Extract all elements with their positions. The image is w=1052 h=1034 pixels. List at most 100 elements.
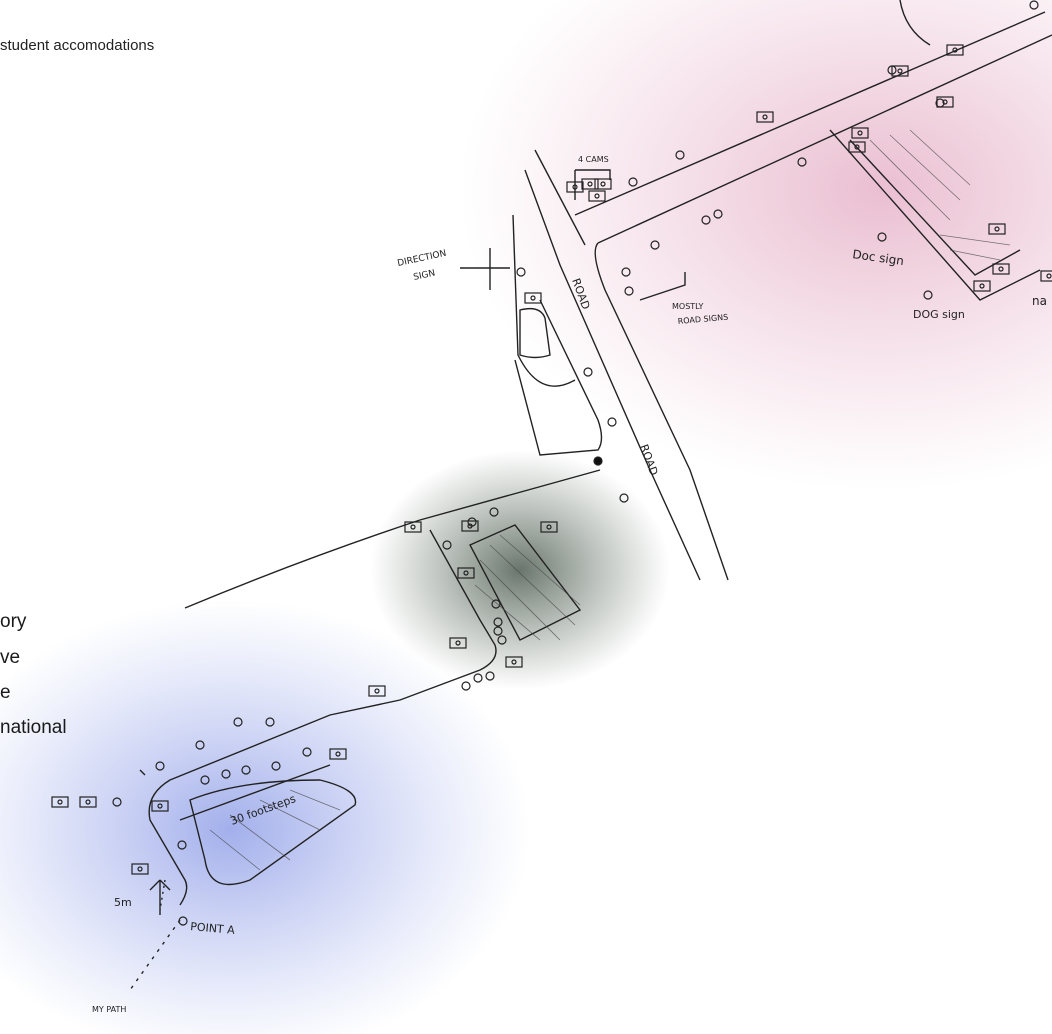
sign-marker: [923, 290, 933, 300]
camera-marker: [505, 656, 523, 668]
camera-marker: [79, 796, 97, 808]
label-direction-sign-2: SIGN: [413, 269, 437, 283]
camera-lens-icon: [410, 524, 416, 530]
camera-marker: [756, 111, 774, 123]
camera-marker: [588, 190, 606, 202]
camera-marker: [329, 748, 347, 760]
sign-marker: [489, 507, 499, 517]
camera-lens-icon: [762, 114, 768, 120]
camera-lens-icon: [942, 99, 948, 105]
camera-marker: [594, 178, 612, 190]
sign-marker: [265, 717, 275, 727]
sign-marker: [650, 240, 660, 250]
sign-marker: [473, 673, 483, 683]
sign-marker: [241, 765, 251, 775]
sign-marker: [302, 747, 312, 757]
sign-marker: [485, 671, 495, 681]
camera-marker: [992, 263, 1010, 275]
sign-marker: [1029, 0, 1039, 10]
sign-marker: [177, 840, 187, 850]
blue-zone: [0, 600, 530, 1034]
sign-marker: [271, 761, 281, 771]
label-road-signs: ROAD SIGNS: [677, 313, 728, 326]
camera-marker: [973, 280, 991, 292]
camera-lens-icon: [511, 659, 517, 665]
legend-item[interactable]: ve: [0, 647, 21, 668]
sign-marker: [442, 540, 452, 550]
page-title: student accomodations: [0, 37, 155, 54]
camera-marker: [457, 567, 475, 579]
current-location-dot: [593, 456, 603, 466]
camera-marker: [540, 521, 558, 533]
camera-marker: [1040, 270, 1052, 282]
sign-marker: [797, 157, 807, 167]
camera-lens-icon: [463, 570, 469, 576]
camera-marker: [936, 96, 954, 108]
sign-marker: [675, 150, 685, 160]
sign-marker: [178, 916, 188, 926]
camera-lens-icon: [952, 47, 958, 53]
sign-marker: [516, 267, 526, 277]
sign-marker: [624, 286, 634, 296]
camera-lens-icon: [979, 283, 985, 289]
sign-marker: [221, 769, 231, 779]
camera-lens-icon: [897, 68, 903, 74]
label-distance: 5m: [114, 896, 132, 909]
label-my-path: MY PATH: [92, 1005, 126, 1014]
sign-marker: [112, 797, 122, 807]
label-cams: 4 CAMS: [578, 155, 609, 164]
camera-lens-icon: [137, 866, 143, 872]
legend-item[interactable]: national: [0, 717, 67, 738]
sign-marker: [491, 599, 501, 609]
sign-marker: [877, 232, 887, 242]
camera-marker: [131, 863, 149, 875]
label-dog-sign: DOG sign: [913, 308, 965, 321]
camera-lens-icon: [587, 181, 593, 187]
sign-marker: [497, 635, 507, 645]
camera-marker: [368, 685, 386, 697]
label-point-a: POINT A: [190, 920, 236, 937]
camera-lens-icon: [572, 184, 578, 190]
sign-marker: [200, 775, 210, 785]
sign-marker: [233, 717, 243, 727]
label-mostly: MOSTLY: [672, 302, 704, 311]
camera-lens-icon: [1046, 273, 1052, 279]
camera-marker: [848, 141, 866, 153]
camera-marker: [461, 520, 479, 532]
camera-marker: [151, 800, 169, 812]
camera-marker: [891, 65, 909, 77]
camera-marker: [988, 223, 1006, 235]
sign-marker: [583, 367, 593, 377]
camera-lens-icon: [530, 295, 536, 301]
sign-marker: [493, 617, 503, 627]
label-direction-sign: DIRECTION: [397, 249, 448, 269]
sign-marker: [701, 215, 711, 225]
sign-marker: [195, 740, 205, 750]
sign-marker: [628, 177, 638, 187]
camera-lens-icon: [594, 193, 600, 199]
sign-marker: [713, 209, 723, 219]
camera-lens-icon: [600, 181, 606, 187]
camera-lens-icon: [455, 640, 461, 646]
legend-item[interactable]: ory: [0, 611, 27, 632]
camera-marker: [449, 637, 467, 649]
camera-lens-icon: [85, 799, 91, 805]
hatching: [209, 129, 1011, 871]
sign-marker: [155, 761, 165, 771]
camera-marker: [524, 292, 542, 304]
camera-marker: [566, 181, 584, 193]
camera-lens-icon: [994, 226, 1000, 232]
sign-marker: [461, 681, 471, 691]
sign-marker: [619, 493, 629, 503]
green-zone: [370, 450, 670, 690]
camera-lens-icon: [467, 523, 473, 529]
roads: [129, 0, 1052, 991]
legend-item[interactable]: e: [0, 682, 11, 703]
camera-lens-icon: [335, 751, 341, 757]
camera-lens-icon: [854, 144, 860, 150]
camera-lens-icon: [998, 266, 1004, 272]
camera-lens-icon: [857, 130, 863, 136]
camera-marker: [946, 44, 964, 56]
camera-marker: [51, 796, 69, 808]
